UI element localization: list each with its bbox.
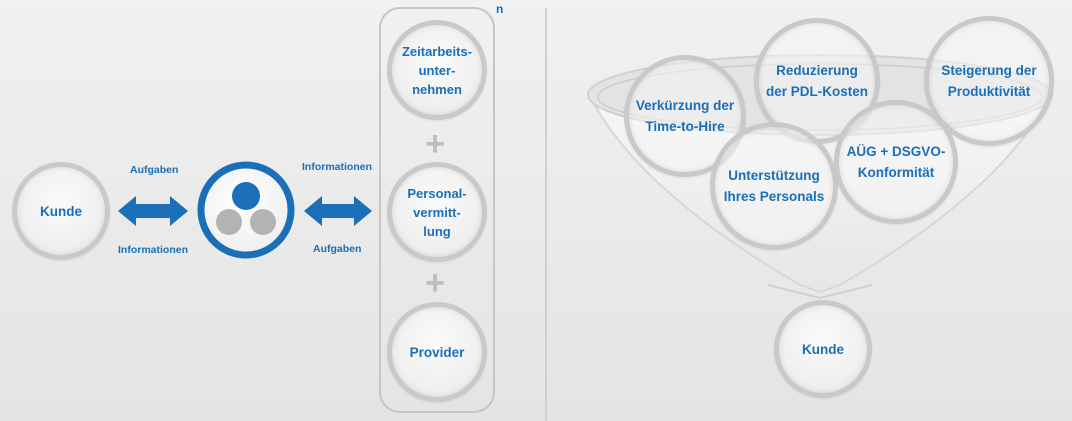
- plus-sign: +: [425, 264, 445, 302]
- funnel-item-label: Verkürzung der Time-to-Hire: [635, 98, 735, 134]
- arrow1-bottom-label: Informationen: [118, 244, 188, 256]
- stack-item-label: Personal- vermitt- lung: [407, 185, 467, 239]
- kunde-circle-right: Kunde: [774, 300, 872, 398]
- double-arrow-left: [118, 196, 188, 226]
- arrow2-bottom-label: Aufgaben: [313, 243, 362, 255]
- funnel-item-produktivitaet: Steigerung der Produktivität: [924, 16, 1054, 146]
- kunde-circle-left: Kunde: [12, 162, 110, 260]
- funnel-item-aueg-dsgvo: AÜG + DSGVO- Konformität: [834, 100, 958, 224]
- funnel-item-label: Reduzierung der PDL-Kosten: [765, 63, 868, 99]
- funnel-item-label: Unterstützung Ihres Personals: [723, 168, 825, 204]
- superscript-n: n: [496, 2, 504, 16]
- kunde-label-left: Kunde: [40, 203, 82, 219]
- stack-item-label: Zeitarbeits- unter- nehmen: [401, 43, 473, 97]
- plus-sign: +: [425, 125, 445, 163]
- funnel-item-time-to-hire: Verkürzung der Time-to-Hire: [624, 55, 746, 177]
- stack-item-provider: Provider: [387, 302, 487, 402]
- stack-item-zeitarbeit: Zeitarbeits- unter- nehmen: [387, 20, 487, 120]
- funnel-item-unterstuetzung: Unterstützung Ihres Personals: [710, 122, 838, 250]
- logo-icon: [197, 161, 295, 259]
- double-arrow-right: [304, 196, 372, 226]
- funnel-item-label: AÜG + DSGVO- Konformität: [846, 144, 946, 180]
- arrow1-top-label: Aufgaben: [130, 164, 179, 176]
- funnel-item-label: Steigerung der Produktivität: [941, 63, 1037, 99]
- stack-item-personalvermittlung: Personal- vermitt- lung: [387, 162, 487, 262]
- stack-item-label: Provider: [409, 344, 465, 360]
- stack-bracket: [379, 7, 495, 413]
- arrow2-top-label: Informationen: [302, 161, 372, 173]
- kunde-label-right: Kunde: [802, 341, 844, 357]
